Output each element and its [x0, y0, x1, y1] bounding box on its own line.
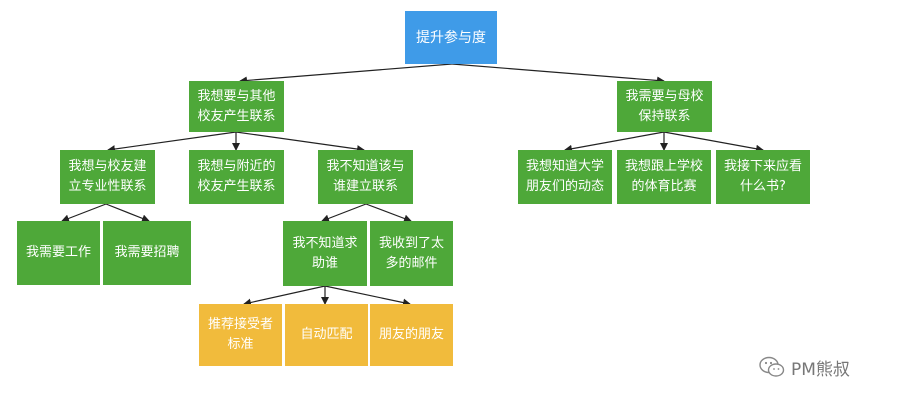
edge-n131-n1311: [243, 285, 326, 307]
wechat-icon: [759, 356, 785, 377]
edge-n11-n111: [61, 203, 107, 223]
watermark: PM熊叔: [759, 352, 850, 382]
node-connect-school: 我需要与母校保持联系: [617, 81, 712, 132]
edge-root-n2: [451, 63, 665, 85]
edge-root-n1: [239, 63, 453, 85]
edge-n131-n1313: [324, 285, 411, 307]
edge-n1-n11: [107, 131, 237, 153]
edge-n11-n112: [105, 203, 150, 223]
node-sports: 我想跟上学校的体育比赛: [617, 150, 711, 204]
node-connect-alumni: 我想要与其他校友产生联系: [189, 81, 284, 132]
node-friends-news: 我想知道大学朋友们的动态: [518, 150, 612, 204]
node-need-hire: 我需要招聘: [103, 221, 191, 285]
node-need-job: 我需要工作: [17, 221, 100, 285]
node-too-many-emails: 我收到了太多的邮件: [370, 221, 453, 286]
node-nearby: 我想与附近的校友产生联系: [189, 150, 284, 204]
edge-n2-n23: [663, 131, 764, 153]
watermark-text: PM熊叔: [791, 359, 850, 380]
node-auto-match: 自动匹配: [285, 304, 368, 366]
node-who-to-ask: 我不知道求助谁: [283, 221, 367, 286]
node-books: 我接下来应看什么书?: [716, 150, 810, 204]
edge-n13-n132: [365, 203, 412, 223]
edge-n1-n13: [235, 131, 365, 153]
node-root: 提升参与度: [405, 11, 497, 64]
edge-n13-n131: [321, 203, 367, 223]
node-recommend-criteria: 推荐接受者标准: [199, 304, 282, 366]
node-friends-of-friends: 朋友的朋友: [370, 304, 453, 366]
node-professional: 我想与校友建立专业性联系: [60, 150, 155, 204]
edge-n2-n21: [564, 131, 665, 153]
node-unsure-who: 我不知道该与谁建立联系: [318, 150, 413, 204]
